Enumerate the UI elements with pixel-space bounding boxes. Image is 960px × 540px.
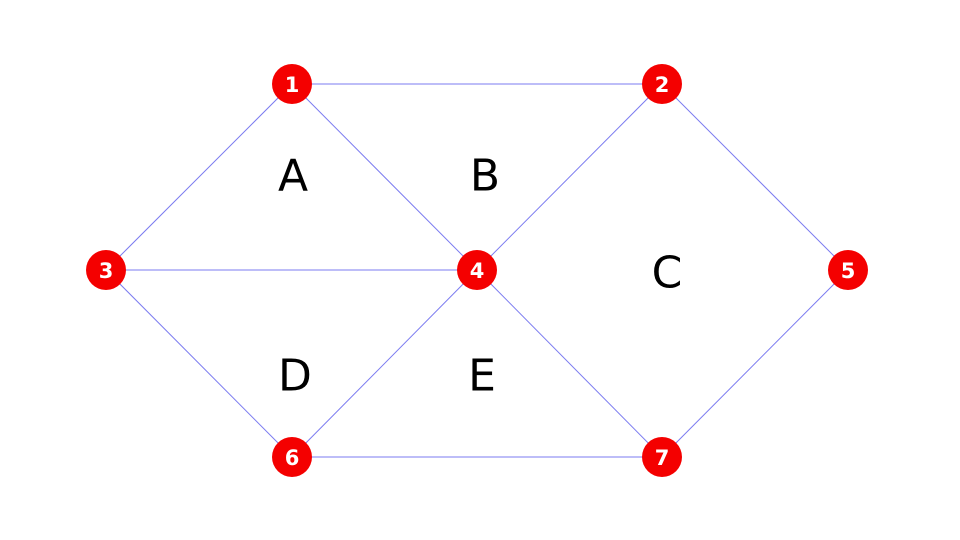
node-circle-1 <box>272 64 312 104</box>
node-circle-7 <box>642 437 682 477</box>
node-6: 6 <box>272 437 312 477</box>
node-circle-3 <box>86 250 126 290</box>
node-label-5: 5 <box>841 259 856 283</box>
region-label-c: C <box>652 248 683 299</box>
edges-layer <box>105 83 849 458</box>
node-label-2: 2 <box>655 73 670 97</box>
region-label-b: B <box>470 151 500 202</box>
node-4: 4 <box>457 250 497 290</box>
edge-2-4 <box>476 83 663 271</box>
region-label-a: A <box>278 151 308 202</box>
node-label-3: 3 <box>99 259 114 283</box>
region-label-d: D <box>278 351 312 402</box>
node-1: 1 <box>272 64 312 104</box>
node-label-6: 6 <box>285 446 300 470</box>
edge-3-6 <box>105 269 293 458</box>
edge-5-7 <box>661 269 849 458</box>
node-label-1: 1 <box>285 73 300 97</box>
edge-2-5 <box>661 83 849 271</box>
node-circle-6 <box>272 437 312 477</box>
edge-4-6 <box>291 269 478 458</box>
node-3: 3 <box>86 250 126 290</box>
node-5: 5 <box>828 250 868 290</box>
node-circle-4 <box>457 250 497 290</box>
regions-layer: A B C D E <box>278 151 682 402</box>
edge-1-4 <box>291 83 478 271</box>
region-label-e: E <box>468 351 496 402</box>
node-label-7: 7 <box>655 446 670 470</box>
node-label-4: 4 <box>470 259 485 283</box>
node-7: 7 <box>642 437 682 477</box>
node-2: 2 <box>642 64 682 104</box>
nodes-layer: 1 2 3 4 5 6 7 <box>86 64 868 477</box>
edge-1-3 <box>105 83 293 271</box>
node-circle-2 <box>642 64 682 104</box>
edge-4-7 <box>476 269 663 458</box>
node-circle-5 <box>828 250 868 290</box>
